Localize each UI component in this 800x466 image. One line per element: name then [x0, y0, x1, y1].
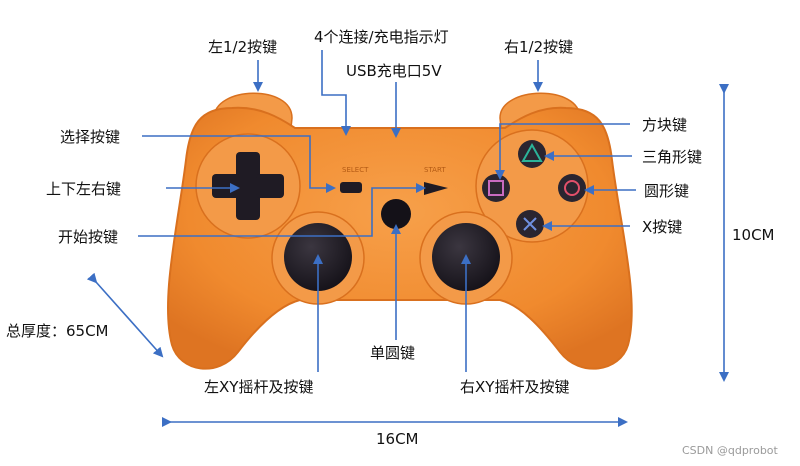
select-arrow: [142, 135, 336, 193]
label-width: 16CM: [376, 430, 419, 448]
dpad[interactable]: [212, 152, 284, 220]
label-square: 方块键: [642, 116, 688, 134]
cross-button[interactable]: [516, 210, 544, 238]
label-single-round: 单圆键: [370, 344, 416, 362]
label-triangle: 三角形键: [642, 148, 703, 166]
circle-button[interactable]: [558, 174, 586, 202]
start-button[interactable]: [424, 182, 448, 195]
label-r1r2: 右1/2按键: [504, 38, 574, 56]
start-arrow: [138, 183, 426, 237]
select-button[interactable]: [340, 182, 362, 193]
label-cross: X按键: [642, 218, 683, 236]
label-circle: 圆形键: [644, 182, 690, 200]
square-button[interactable]: [482, 174, 510, 202]
leds-arrow: [321, 50, 351, 136]
label-select: 选择按键: [60, 128, 121, 146]
watermark: CSDN @qdprobot: [682, 444, 778, 457]
thickness-dimension: [86, 272, 164, 358]
square-arrow: [495, 123, 630, 180]
triangle-button[interactable]: [518, 140, 546, 168]
home-button[interactable]: [381, 199, 411, 229]
label-height: 10CM: [732, 226, 775, 244]
select-printed: SELECT: [342, 166, 369, 174]
label-leds: 4个连接/充电指示灯: [314, 28, 449, 46]
label-start: 开始按键: [58, 228, 119, 246]
label-l1r2: 左1/2按键: [208, 38, 278, 56]
label-thickness: 总厚度：65CM: [6, 322, 109, 340]
label-left-stick: 左XY摇杆及按键: [204, 378, 314, 396]
label-dpad: 上下左右键: [46, 180, 122, 198]
label-right-stick: 右XY摇杆及按键: [460, 378, 570, 396]
label-usb: USB充电口5V: [346, 62, 442, 80]
start-printed: START: [424, 166, 446, 174]
